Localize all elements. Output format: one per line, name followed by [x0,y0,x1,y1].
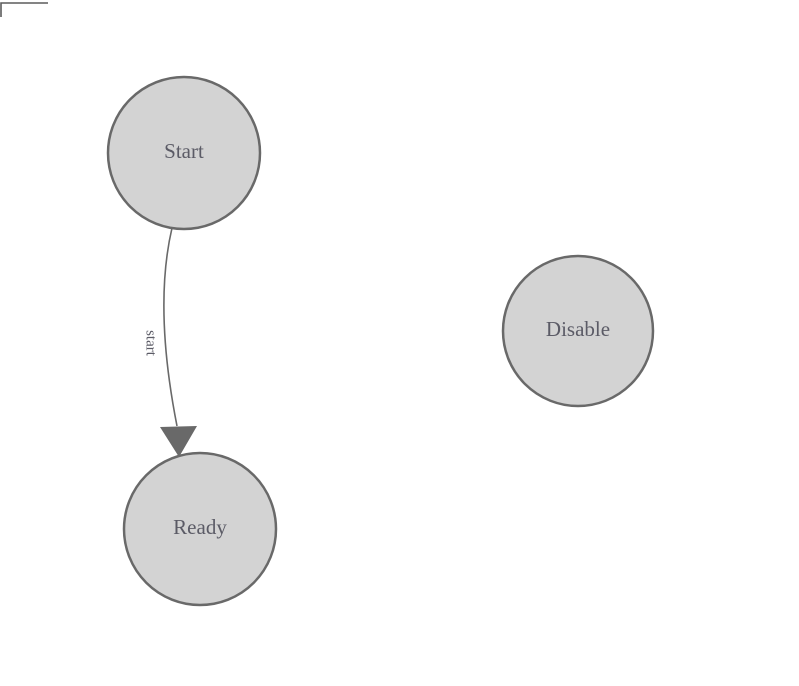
edge-label-start: start [143,330,159,357]
node-disable[interactable]: Disable [501,254,655,408]
node-ready[interactable]: Ready [122,451,278,607]
node-disable-circle [501,254,655,408]
node-start-label: Start [164,139,204,163]
node-start[interactable]: Start [106,75,262,231]
edge-start-to-ready[interactable]: start [143,227,197,457]
node-disable-label: Disable [546,317,610,341]
node-ready-circle [122,451,278,607]
canvas-corner-mark-icon [0,2,48,17]
arrowhead-icon [160,426,197,457]
node-start-circle [106,75,262,231]
node-ready-label: Ready [173,515,227,539]
edge-line [163,227,178,427]
